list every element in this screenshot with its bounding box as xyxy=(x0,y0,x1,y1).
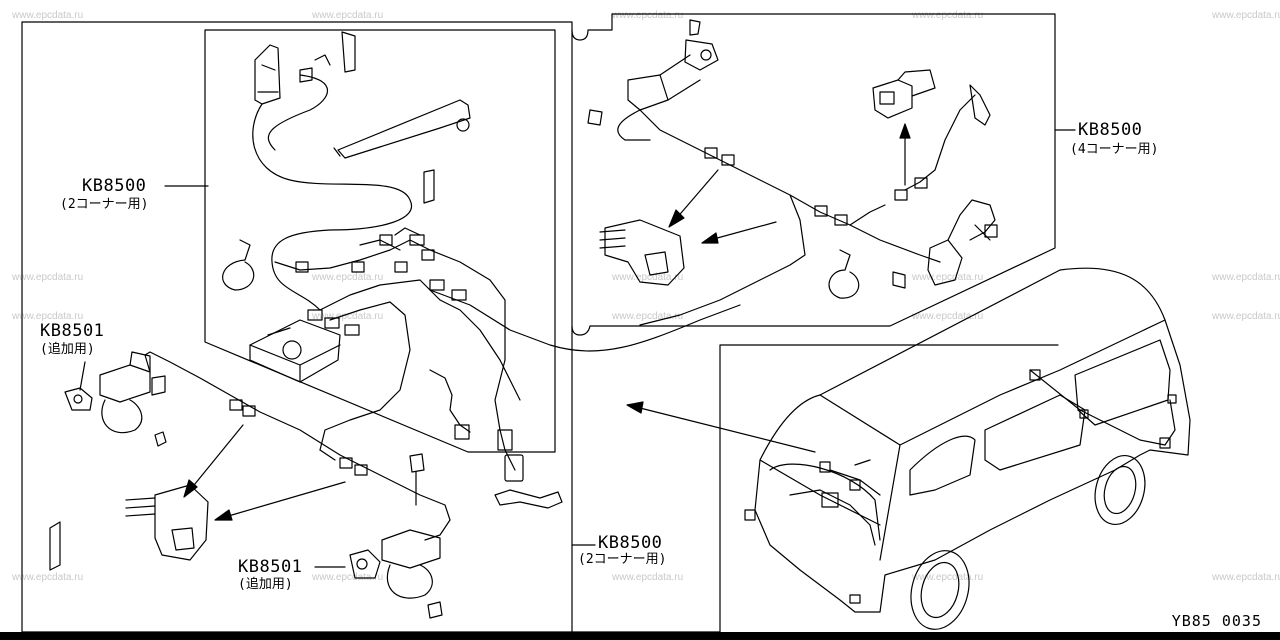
leader-lines xyxy=(79,129,1076,568)
frame-4corner xyxy=(571,13,1056,336)
watermark-text: www.epcdata.ru xyxy=(312,311,384,322)
kb8500-4corner-note: (4コーナー用) xyxy=(1070,142,1159,157)
outer-frame-left xyxy=(21,21,573,633)
watermark-text: www.epcdata.ru xyxy=(12,272,84,283)
kb8501-left-code: KB8501 xyxy=(40,321,105,341)
watermark-text: www.epcdata.ru xyxy=(12,10,84,21)
watermark-text: www.epcdata.ru xyxy=(312,572,384,583)
kb8500-2corner-bottom-code: KB8500 xyxy=(598,533,663,553)
frame-vehicle xyxy=(571,344,1059,633)
watermark-text: www.epcdata.ru xyxy=(12,572,84,583)
vehicle-outline xyxy=(744,267,1191,630)
watermark-text: www.epcdata.ru xyxy=(1212,272,1280,283)
harness-kb8501-group xyxy=(49,351,451,619)
watermark-text: www.epcdata.ru xyxy=(312,272,384,283)
kb8500-4corner-code: KB8500 xyxy=(1078,120,1143,140)
kb8501-left-note: (追加用) xyxy=(40,342,95,357)
watermark-text: www.epcdata.ru xyxy=(612,10,684,21)
part-number: YB85 0035 xyxy=(1171,612,1262,630)
watermark-text: www.epcdata.ru xyxy=(12,311,84,322)
harness-upper-group xyxy=(222,31,741,509)
watermark-text: www.epcdata.ru xyxy=(1212,10,1280,21)
watermark-text: www.epcdata.ru xyxy=(612,272,684,283)
watermark-text: www.epcdata.ru xyxy=(1212,311,1280,322)
watermark-text: www.epcdata.ru xyxy=(612,572,684,583)
watermark-text: www.epcdata.ru xyxy=(1212,572,1280,583)
watermark-text: www.epcdata.ru xyxy=(912,311,984,322)
kb8500-2corner-left-code: KB8500 xyxy=(82,176,147,196)
watermark-text: www.epcdata.ru xyxy=(912,272,984,283)
kb8500-2corner-bottom-note: (2コーナー用) xyxy=(578,552,667,567)
kb8501-bottom-note: (追加用) xyxy=(238,577,293,592)
kb8500-2corner-left-note: (2コーナー用) xyxy=(60,197,149,212)
inner-frame-upper xyxy=(204,29,556,453)
watermark-text: www.epcdata.ru xyxy=(912,572,984,583)
watermark-text: www.epcdata.ru xyxy=(312,10,384,21)
watermark-text: www.epcdata.ru xyxy=(612,311,684,322)
watermark-text: www.epcdata.ru xyxy=(912,10,984,21)
arrows xyxy=(183,123,911,521)
harness-4corner-group xyxy=(587,19,998,326)
kb8501-bottom-code: KB8501 xyxy=(238,557,303,577)
